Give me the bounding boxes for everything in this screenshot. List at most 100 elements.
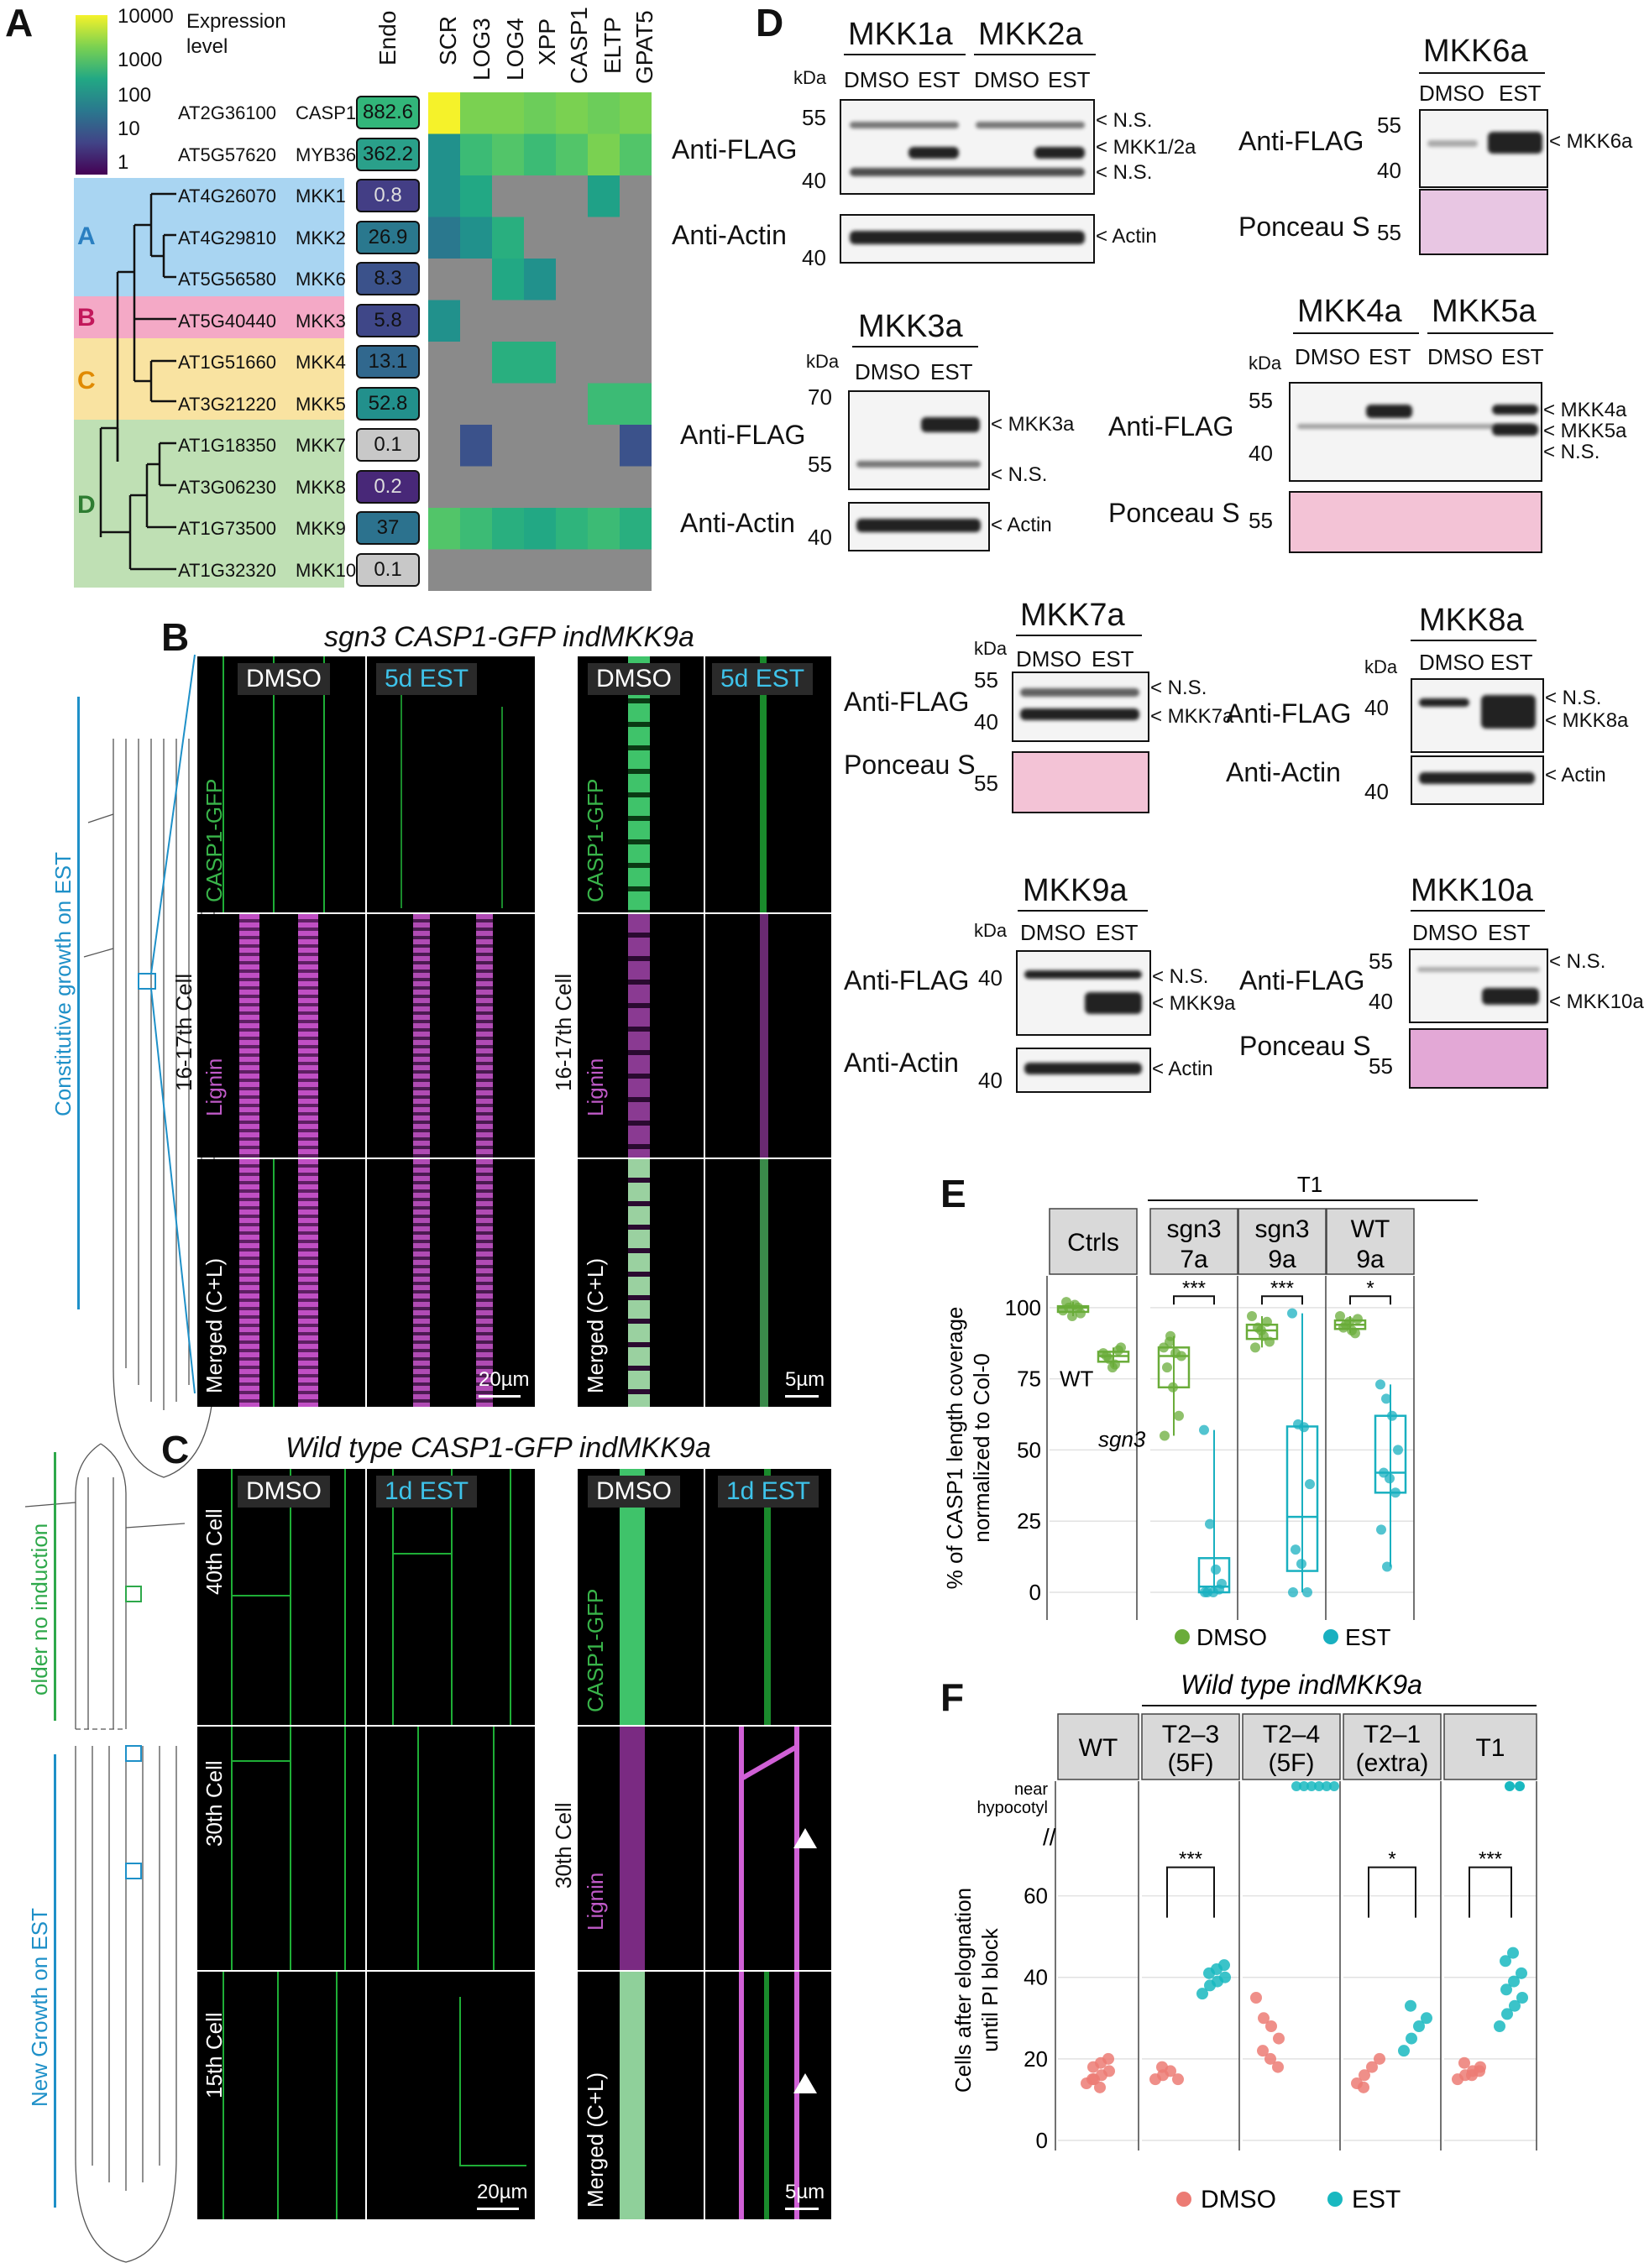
- gene-id: AT1G32320: [178, 559, 277, 581]
- group-d-band: [74, 420, 344, 588]
- data-point: [1102, 2052, 1114, 2065]
- underline: [1419, 72, 1545, 74]
- data-point: [1061, 1297, 1071, 1308]
- data-point: [1509, 1999, 1521, 2012]
- data-point: [1199, 1424, 1209, 1435]
- antibody-label: Anti-FLAG: [844, 687, 970, 717]
- heatmap-cell: [620, 342, 652, 384]
- band-label: < N.S.: [1096, 109, 1153, 132]
- kda-label: kDa: [793, 67, 827, 88]
- blot-title: MKK8a: [1419, 603, 1524, 638]
- label-constitutive: Constitutive growth on EST: [50, 851, 76, 1116]
- mw-marker: 40: [1249, 441, 1273, 466]
- heatmap-cell: [460, 342, 492, 384]
- data-point: [1305, 1479, 1315, 1490]
- data-point: [1168, 1382, 1178, 1393]
- heatmap-cell: [492, 383, 524, 425]
- band-label: < MKK1/2a: [1096, 136, 1196, 159]
- heatmap-cell: [460, 466, 492, 508]
- stain-label: Ponceau S: [1238, 212, 1370, 242]
- panel-label-e: E: [940, 1172, 966, 1215]
- data-point: [1376, 1524, 1386, 1535]
- data-point: [1335, 1311, 1345, 1322]
- mw-marker: 55: [808, 452, 832, 477]
- data-point: [1374, 2052, 1385, 2065]
- data-point: [1176, 1351, 1186, 1361]
- tag-est: 1d EST: [376, 1476, 478, 1508]
- heatmap-cell: [620, 259, 652, 300]
- endo-value: 26.9: [356, 220, 420, 254]
- blot-title: MKK10a: [1411, 873, 1533, 908]
- column-header: SCR: [435, 15, 461, 65]
- data-point: [1494, 2020, 1505, 2032]
- data-point: [1299, 1781, 1309, 1791]
- endo-value: 362.2: [356, 137, 420, 171]
- heatmap-cell: [492, 175, 524, 217]
- cell-label: 30th Cell: [202, 1760, 227, 1847]
- data-point: [1288, 1587, 1298, 1597]
- row-label-casp1: CASP1-GFP: [583, 778, 608, 902]
- heatmap-cell: [492, 300, 524, 342]
- heatmap-cell: [492, 508, 524, 550]
- band-label: < N.S.: [1096, 161, 1153, 184]
- scale-bar: [785, 1395, 819, 1398]
- y-tick-label: 60: [1024, 1884, 1048, 1909]
- data-point: [1107, 1362, 1118, 1373]
- row-label-lignin: Lignin: [583, 1058, 608, 1116]
- heatmap-cell: [620, 425, 652, 467]
- heatmap-cell: [460, 383, 492, 425]
- legend-swatch: [1323, 1629, 1338, 1644]
- heatmap-cell: [460, 175, 492, 217]
- antibody-label: Anti-FLAG: [1239, 965, 1365, 996]
- facet-panel: [1444, 1781, 1537, 2150]
- micrograph-b-est-lignin: [367, 914, 535, 1158]
- expression-colorbar: [76, 15, 107, 175]
- lane-label: EST: [1092, 646, 1134, 672]
- band-label: < MKK10a: [1549, 990, 1644, 1013]
- data-point: [1516, 1967, 1527, 1979]
- mw-marker: 40: [978, 965, 1003, 990]
- data-point: [1218, 1959, 1230, 1972]
- data-point: [1162, 1362, 1172, 1373]
- endo-value: 5.8: [356, 303, 420, 337]
- ponceau-mkk7: [1012, 751, 1149, 813]
- lane-label: EST: [1490, 650, 1533, 675]
- lane-label: DMSO: [1419, 650, 1484, 675]
- heatmap-cell: [620, 383, 652, 425]
- arrow-new-growth: [54, 1754, 56, 2208]
- heatmap-cell: [620, 508, 652, 550]
- facet-panel: [1343, 1781, 1441, 2150]
- heatmap-cell: [460, 92, 492, 134]
- lane-label: DMSO: [1412, 920, 1478, 945]
- data-point: [1214, 1584, 1224, 1595]
- facet-header: [1443, 1713, 1537, 1780]
- data-point: [1306, 1781, 1317, 1791]
- gene-id: AT4G26070: [178, 186, 277, 206]
- colorbar-tick: 10: [118, 118, 140, 140]
- mw-marker: 40: [802, 168, 826, 193]
- facet-panel: [1150, 1276, 1238, 1620]
- data-point: [1500, 1955, 1511, 1968]
- label-older: older no induction: [27, 1523, 52, 1696]
- gene-id: AT3G06230: [178, 476, 277, 498]
- mw-marker: 55: [1369, 1053, 1393, 1079]
- mw-marker: 40: [978, 1068, 1003, 1093]
- gene-id: AT1G18350: [178, 435, 277, 456]
- band-label: < N.S.: [1545, 687, 1602, 709]
- blot-title: MKK2a: [978, 17, 1083, 52]
- blot-mkk45-flag: [1289, 382, 1542, 482]
- endo-value: 52.8: [356, 386, 420, 421]
- underline: [1427, 332, 1553, 334]
- significance-bracket: [1173, 1295, 1215, 1305]
- panel-c-title: Wild type CASP1-GFP indMKK9a: [285, 1432, 711, 1464]
- micrograph-c-zoom-est-lignin: [705, 1727, 831, 1970]
- band-label: < MKK8a: [1545, 709, 1629, 732]
- heatmap-cell: [460, 259, 492, 300]
- data-point: [1262, 1316, 1272, 1327]
- cell-label: 30th Cell: [551, 1802, 576, 1889]
- panel-label-d: D: [756, 1, 784, 44]
- endo-value: 0.8: [356, 179, 420, 212]
- underline: [1016, 635, 1142, 636]
- row-label-lignin: Lignin: [202, 1058, 227, 1116]
